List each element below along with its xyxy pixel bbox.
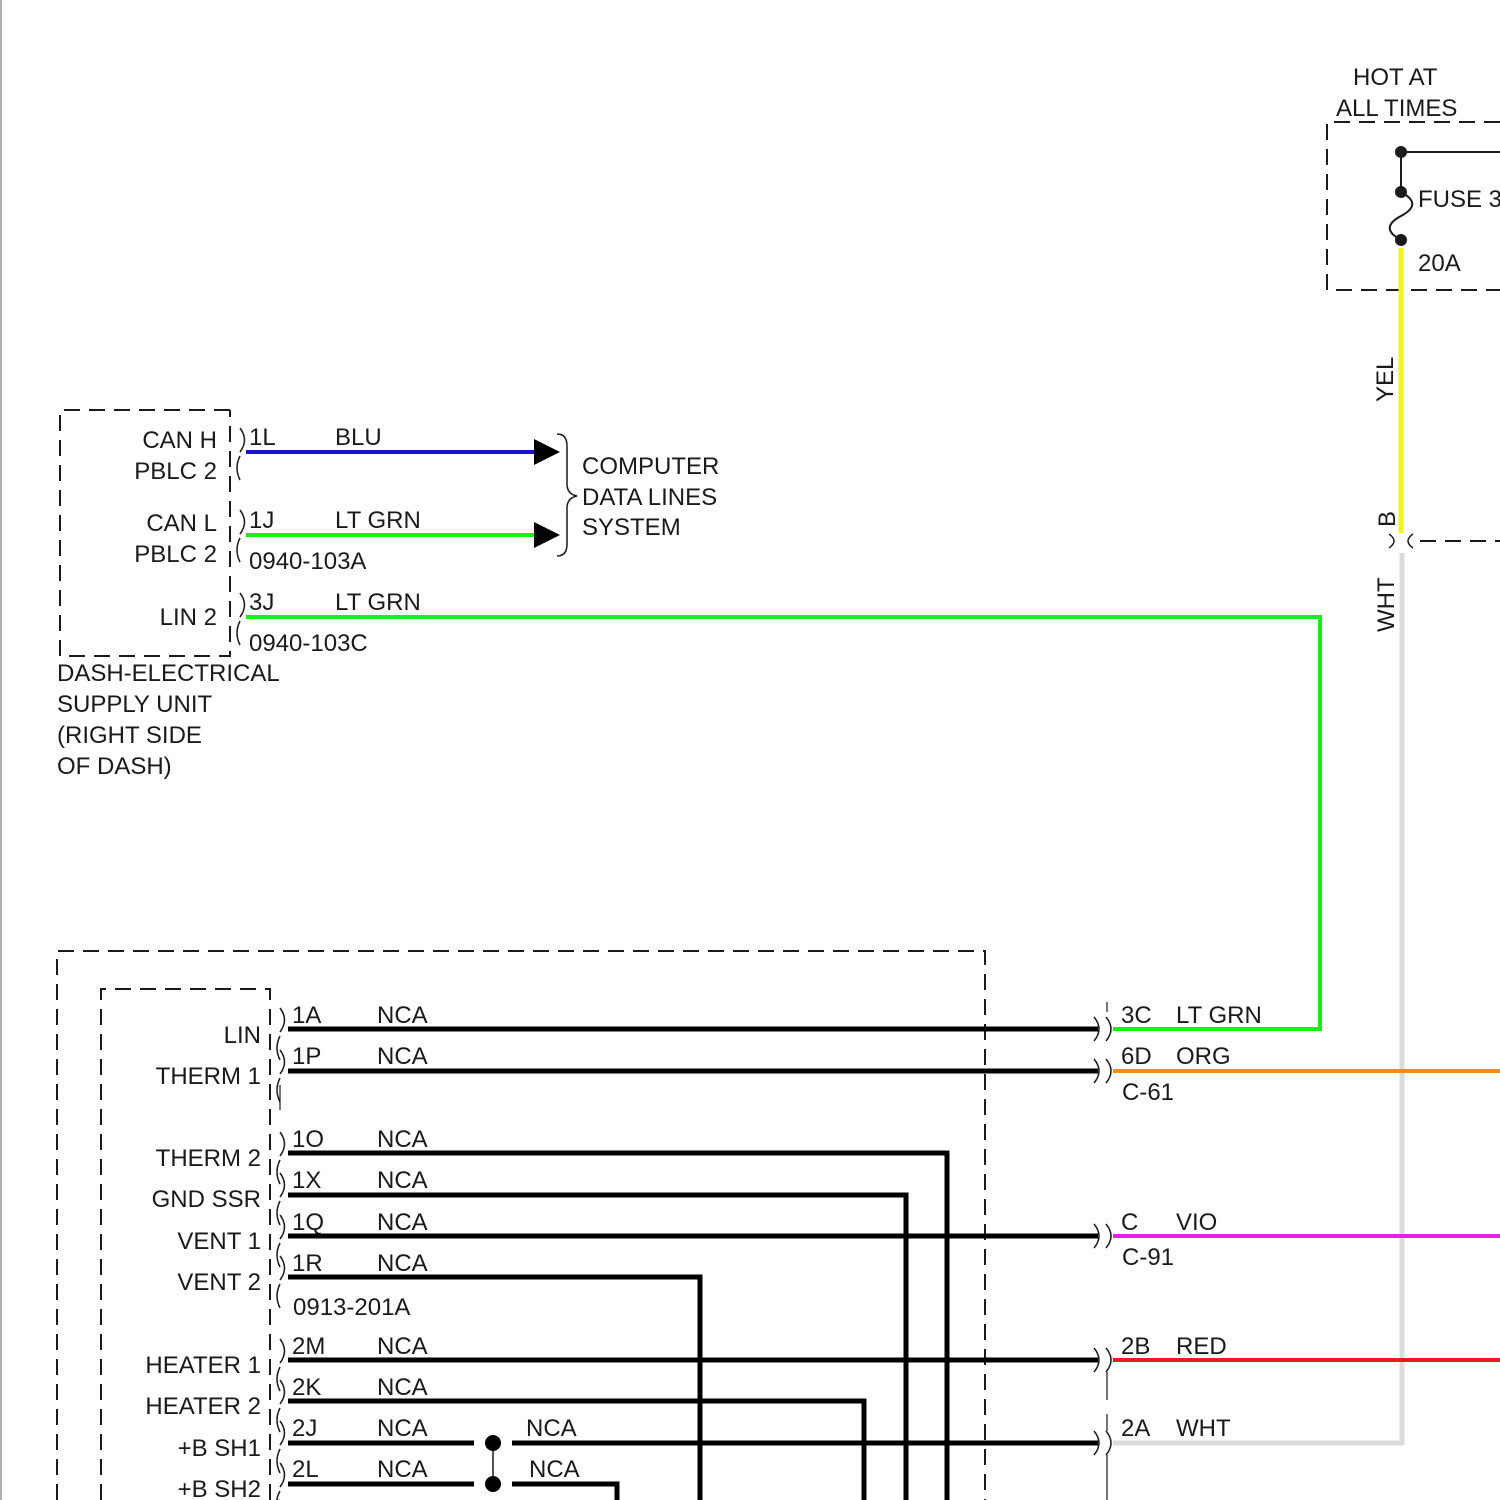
module-connector-0913-201a: 0913-201A: [293, 1294, 410, 1321]
module-wire-2j: NCA: [377, 1415, 428, 1442]
wire-2l-b: [512, 1484, 617, 1500]
module: LIN THERM 1 THERM 2 GND SSR VENT 1 VENT …: [57, 951, 985, 1500]
connector-1j-icon: [237, 510, 245, 562]
connector-c61: C-61: [1122, 1079, 1174, 1106]
module-wire-2k: NCA: [377, 1374, 428, 1401]
connector-0940-103a: 0940-103A: [249, 548, 366, 575]
can-l-arrow-icon: [534, 522, 560, 548]
module-pin-name-bsh1: +B SH1: [178, 1435, 261, 1462]
data-lines-label-3: SYSTEM: [582, 514, 681, 541]
fuse-block: HOT AT ALL TIMES FUSE 3 20A: [1327, 64, 1500, 290]
module-connector-icons: [277, 1008, 285, 1500]
module-pin-name-vent2: VENT 2: [177, 1269, 261, 1296]
module-pin-name-therm1: THERM 1: [156, 1063, 261, 1090]
module-pin-1q: 1Q: [292, 1209, 324, 1236]
right-pin-c: C: [1121, 1209, 1138, 1236]
module-pin-name-heater2: HEATER 2: [145, 1393, 261, 1420]
module-pin-1a: 1A: [292, 1002, 321, 1029]
module-pin-name-lin: LIN: [224, 1022, 261, 1049]
module-wire-2l: NCA: [377, 1456, 428, 1483]
pin-3j-label: 3J: [249, 589, 274, 616]
module-pin-2l: 2L: [292, 1456, 319, 1483]
wire-1o: [288, 1153, 947, 1500]
module-wire-1r: NCA: [377, 1250, 428, 1277]
module-wire-2l-b: NCA: [529, 1456, 580, 1483]
supply-unit-title-1: DASH-ELECTRICAL: [57, 660, 280, 687]
connector-b-label: B: [1374, 511, 1401, 527]
module-pin-1r: 1R: [292, 1250, 323, 1277]
right-wire-3c-color: LT GRN: [1176, 1002, 1262, 1029]
wht-wire-label: WHT: [1373, 577, 1400, 632]
module-pin-name-bsh2: +B SH2: [178, 1476, 261, 1500]
module-pin-2k: 2K: [292, 1374, 321, 1401]
pin-1l-label: 1L: [249, 424, 276, 451]
connector-0940-103c: 0940-103C: [249, 630, 368, 657]
right-pin-3c: 3C: [1121, 1002, 1152, 1029]
module-pin-1x: 1X: [292, 1167, 321, 1194]
data-lines-brace-icon: [557, 434, 577, 556]
hot-at-label: HOT AT: [1353, 64, 1438, 91]
connector-3j-icon: [237, 593, 245, 645]
module-wire-1a: NCA: [377, 1002, 428, 1029]
module-pin-name-therm2: THERM 2: [156, 1145, 261, 1172]
module-wire-2j-b: NCA: [526, 1415, 577, 1442]
can-l-label: CAN L: [146, 510, 217, 537]
wire-ltgrn-3j-label: LT GRN: [335, 589, 421, 616]
bus-junction-dot: [1395, 146, 1407, 158]
wire-ltgrn-1j-label: LT GRN: [335, 507, 421, 534]
module-pin-1o: 1O: [292, 1126, 324, 1153]
wht-wire: [1113, 553, 1402, 1443]
module-wire-1p: NCA: [377, 1043, 428, 1070]
module-wire-1x: NCA: [377, 1167, 428, 1194]
module-pin-2m: 2M: [292, 1333, 325, 1360]
pin-1j-label: 1J: [249, 507, 274, 534]
supply-unit-title-4: OF DASH): [57, 753, 172, 780]
module-pin-name-heater1: HEATER 1: [145, 1352, 261, 1379]
module-wire-2m: NCA: [377, 1333, 428, 1360]
supply-unit-title-3: (RIGHT SIDE: [57, 722, 202, 749]
module-wire-1o: NCA: [377, 1126, 428, 1153]
can-l-sub-label: PBLC 2: [134, 541, 217, 568]
module-pin-name-gnd-ssr: GND SSR: [152, 1186, 261, 1213]
supply-unit-title-2: SUPPLY UNIT: [57, 691, 212, 718]
fuse-rating: 20A: [1418, 250, 1461, 277]
connector-b-icon: [1389, 534, 1413, 548]
module-pin-1p: 1P: [292, 1043, 321, 1070]
wire-blu-label: BLU: [335, 424, 382, 451]
fuse-icon: [1390, 192, 1413, 240]
all-times-label: ALL TIMES: [1336, 95, 1457, 122]
data-lines-label-2: DATA LINES: [582, 484, 717, 511]
yel-wire-label: YEL: [1372, 357, 1399, 402]
right-wire-2b-color: RED: [1176, 1333, 1227, 1360]
data-lines-label-1: COMPUTER: [582, 453, 719, 480]
right-wire-c-color: VIO: [1176, 1209, 1217, 1236]
can-h-arrow-icon: [534, 439, 560, 465]
right-pin-2b: 2B: [1121, 1333, 1150, 1360]
right-wire-2a-color: WHT: [1176, 1415, 1231, 1442]
splice-dot-2j: [485, 1435, 501, 1451]
fuse-label: FUSE 3: [1418, 186, 1500, 213]
right-pin-2a: 2A: [1121, 1415, 1150, 1442]
lin-wire: [246, 617, 1320, 1029]
can-h-sub-label: PBLC 2: [134, 458, 217, 485]
lin2-label: LIN 2: [160, 604, 217, 631]
splice-dot-2l: [485, 1476, 501, 1492]
module-pin-name-vent1: VENT 1: [177, 1228, 261, 1255]
module-pin-2j: 2J: [292, 1415, 317, 1442]
supply-unit: CAN H PBLC 2 CAN L PBLC 2 LIN 2 1L BLU 1…: [57, 410, 421, 780]
connector-1l-icon: [237, 428, 245, 480]
fuse-terminal-bottom: [1395, 234, 1407, 246]
can-h-label: CAN H: [142, 427, 217, 454]
right-connectors: 3C LT GRN 6D ORG C-61 C VIO C-91 2B RED …: [1094, 1002, 1262, 1500]
right-pin-6d: 6D: [1121, 1043, 1152, 1070]
module-wire-1q: NCA: [377, 1209, 428, 1236]
connector-c91: C-91: [1122, 1244, 1174, 1271]
right-wire-6d-color: ORG: [1176, 1043, 1231, 1070]
